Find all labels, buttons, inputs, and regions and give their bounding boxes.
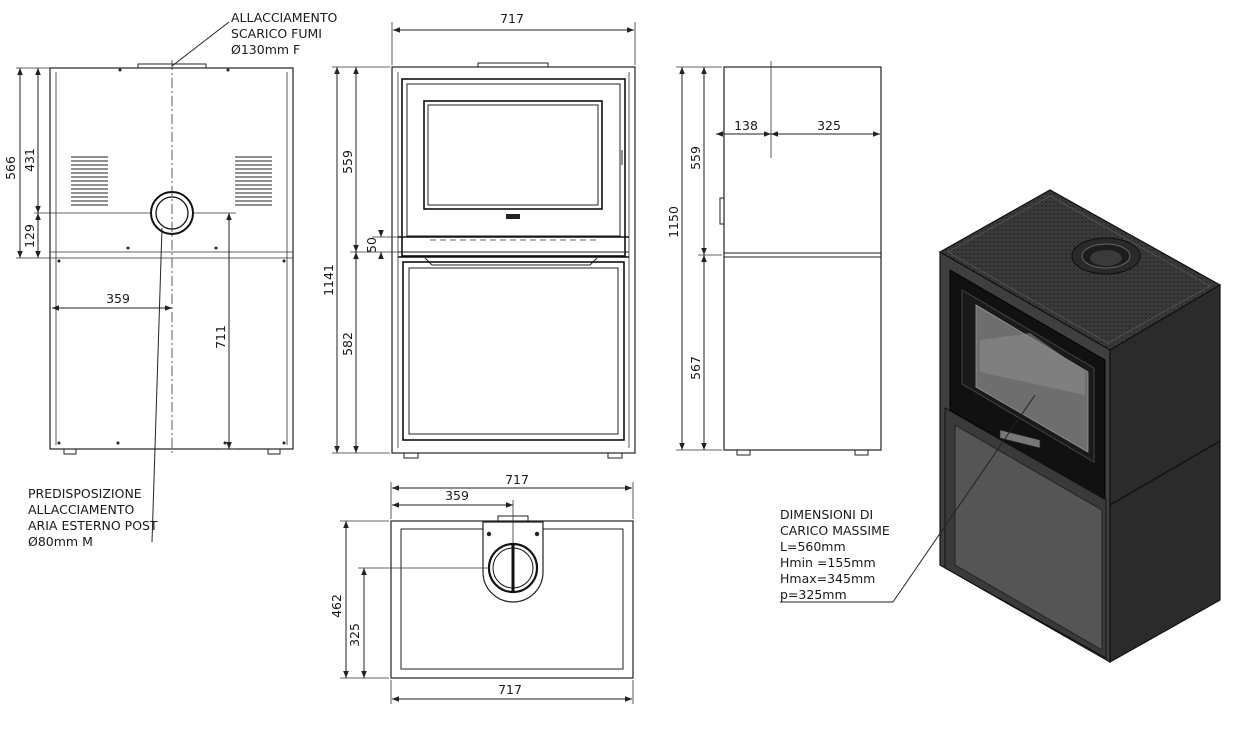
air-note-line2: ALLACCIAMENTO	[28, 502, 134, 517]
dim-top-325: 325	[347, 623, 362, 647]
dim-top-359: 359	[445, 488, 469, 503]
dim-side-325: 325	[817, 118, 841, 133]
load-note-line5: Hmax=345mm	[780, 571, 875, 586]
dim-side-567: 567	[688, 356, 703, 380]
back-view: 566 431 129 359 711	[3, 21, 294, 543]
front-log-store	[402, 261, 625, 441]
dim-back-711: 711	[213, 325, 228, 349]
dim-front-50: 50	[364, 237, 379, 253]
load-note-line3: L=560mm	[780, 539, 846, 554]
air-note-line4: Ø80mm M	[28, 534, 93, 549]
dim-front-582: 582	[340, 332, 355, 356]
dim-back-431: 431	[22, 148, 37, 172]
stove-3d-render	[938, 189, 1222, 664]
dim-side-138: 138	[734, 118, 758, 133]
dim-front-1141: 1141	[321, 264, 336, 296]
back-vent-left	[71, 156, 108, 206]
dim-top-717-upper: 717	[505, 472, 529, 487]
flue-note-line1: ALLACCIAMENTO	[231, 10, 337, 25]
flue-note-line2: SCARICO FUMI	[231, 26, 322, 41]
load-note-line4: Hmin =155mm	[780, 555, 876, 570]
back-vent-right	[235, 156, 272, 206]
load-note-line2: CARICO MASSIME	[780, 523, 890, 538]
top-view: 717 359 462 325 717	[329, 472, 634, 704]
side-view: 1150 559 567 138 325	[666, 61, 882, 456]
flue-note-line3: Ø130mm F	[231, 42, 300, 57]
dim-back-566: 566	[3, 156, 18, 180]
back-body	[49, 67, 294, 450]
dim-top-717-lower: 717	[498, 682, 522, 697]
dim-back-359: 359	[106, 291, 130, 306]
dim-front-width: 717	[500, 11, 524, 26]
front-glass	[423, 100, 603, 210]
load-note-line1: DIMENSIONI DI	[780, 507, 873, 522]
dim-back-129: 129	[22, 224, 37, 248]
front-view: 717 1141 559 582 50	[321, 11, 636, 459]
dim-front-559: 559	[340, 150, 355, 174]
air-note-line3: ARIA ESTERNO POST	[28, 518, 158, 533]
side-body	[723, 66, 882, 451]
air-note-line1: PREDISPOSIZIONE	[28, 486, 142, 501]
dim-side-1150: 1150	[666, 206, 681, 238]
dim-side-559: 559	[688, 146, 703, 170]
load-note-line6: p=325mm	[780, 587, 847, 602]
dim-top-462: 462	[329, 594, 344, 618]
